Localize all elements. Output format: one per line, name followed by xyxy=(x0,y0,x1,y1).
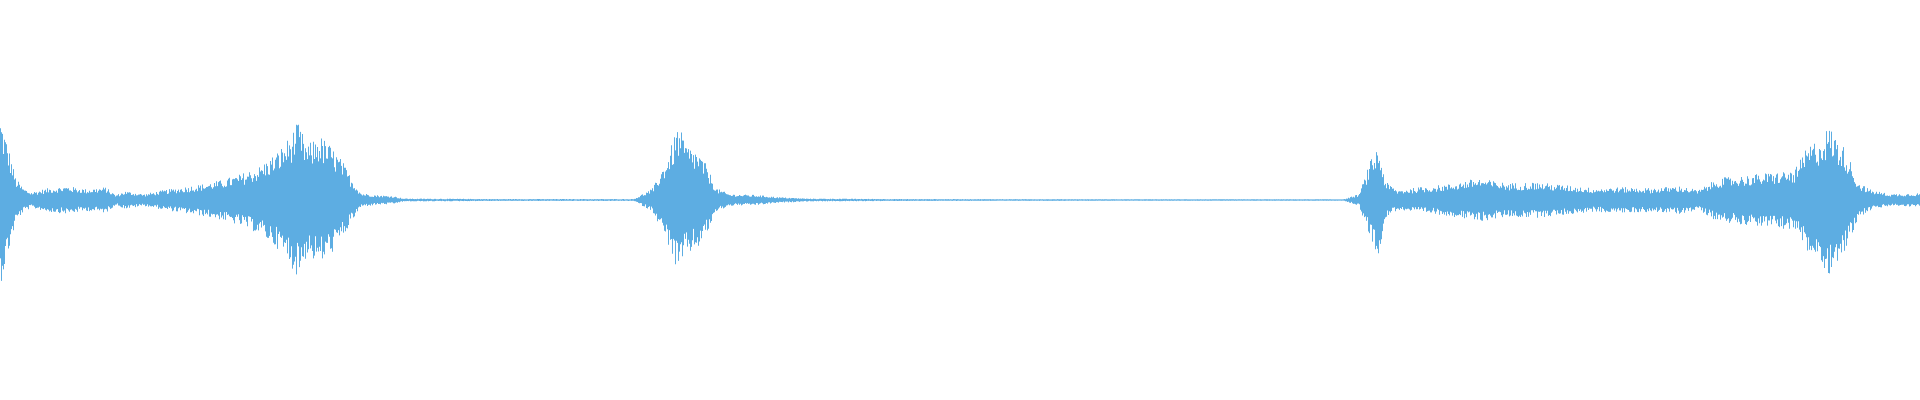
waveform-shape xyxy=(0,124,1920,281)
